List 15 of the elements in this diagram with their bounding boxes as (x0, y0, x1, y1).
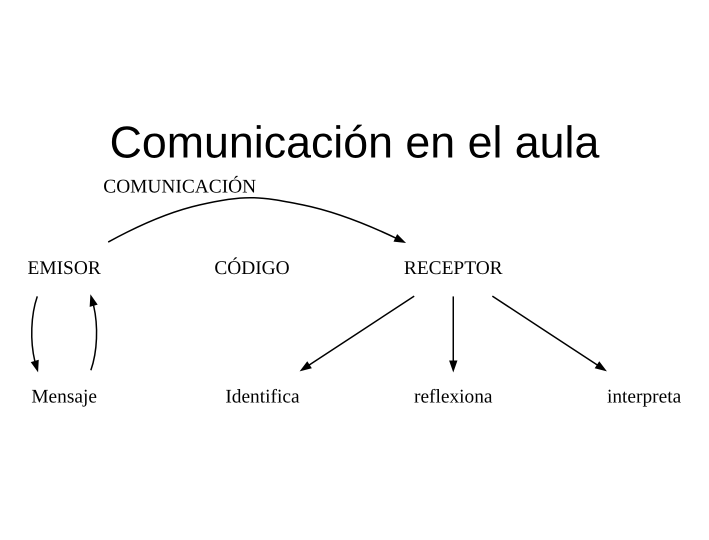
arrow (30, 296, 39, 372)
arrow (449, 296, 458, 372)
arrow (108, 197, 406, 244)
node-text: interpreta (606, 386, 682, 408)
node-text: EMISOR (28, 258, 101, 280)
edge-label: COMUNICACIÓN (103, 176, 256, 198)
node-text: RECEPTOR (404, 258, 503, 280)
node-text: reflexiona (414, 386, 493, 408)
arrow (492, 296, 607, 372)
diagram-title: Comunicación en el aula (110, 118, 600, 168)
arrow (90, 294, 98, 370)
node-text: Identifica (225, 386, 300, 408)
arrow (300, 296, 415, 372)
label: CÓDIGO (214, 258, 290, 280)
node-text: Mensaje (31, 386, 97, 408)
